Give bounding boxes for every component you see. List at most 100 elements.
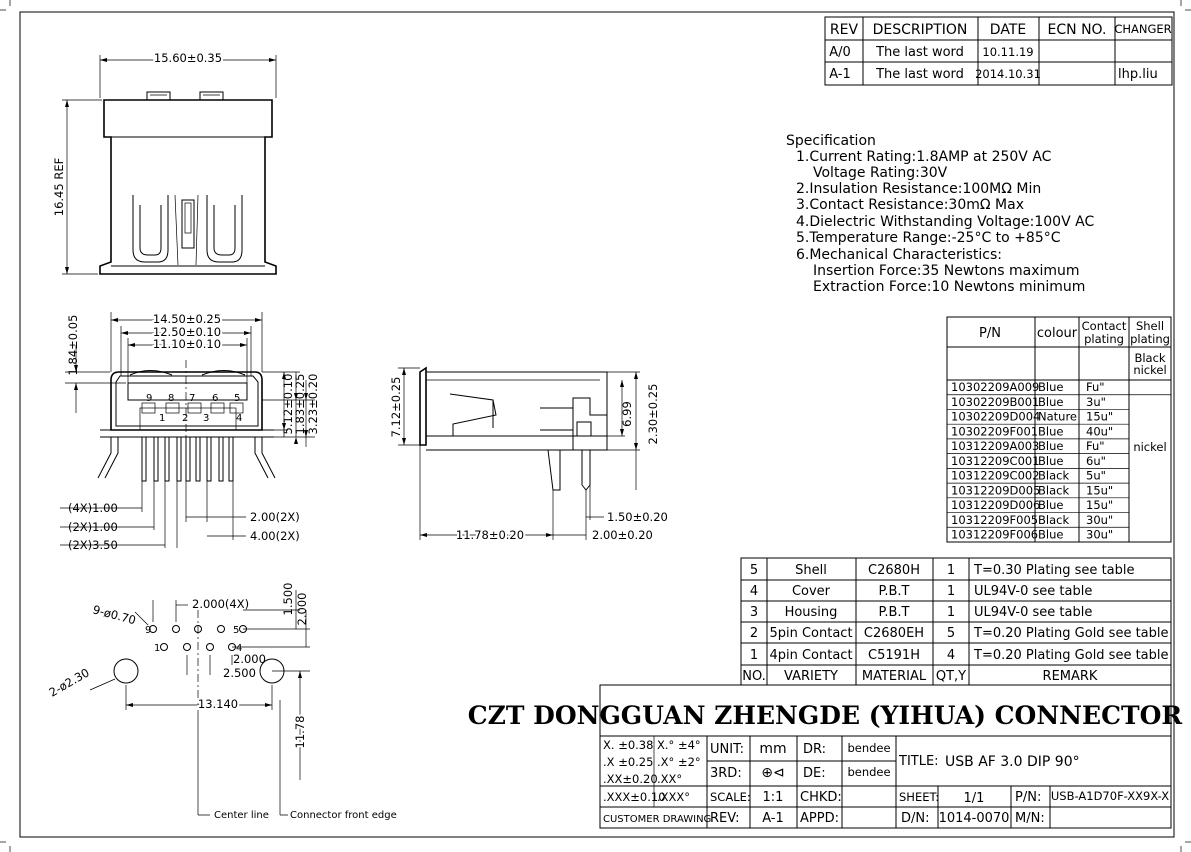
pn-cell-contact: 15u"	[1086, 410, 1113, 424]
pn-cell-number: 10302209D004	[951, 410, 1040, 424]
rev-header-ecn: ECN NO.	[1048, 22, 1107, 38]
bom-cell-material: P.B.T	[879, 584, 910, 599]
pn-cell-colour: Black	[1038, 469, 1069, 483]
bom-cell-qty: 5	[947, 626, 955, 641]
title-label: TITLE:	[898, 754, 939, 769]
dim-front-b4: 2.00(2X)	[250, 510, 300, 524]
spec-line-2: Voltage Rating:30V	[813, 165, 948, 181]
dim-side-h1: 7.12±0.25	[389, 377, 403, 438]
front-pin-label: 5	[234, 393, 240, 404]
dn-value: 1014-0070	[939, 811, 1010, 826]
bom-cell-remark: UL94V-0 see table	[974, 584, 1092, 599]
dim-front-b1: (4X)1.00	[68, 501, 118, 515]
pn-cell-number: 10312209F006	[951, 527, 1038, 541]
rev-row-2-desc: The last word	[875, 67, 964, 82]
spec-line-1: 1.Current Rating:1.8AMP at 250V AC	[796, 149, 1052, 165]
dim-side-b3: 2.00±0.20	[592, 528, 653, 542]
rev-header-changer: CHANGER	[1114, 22, 1171, 36]
rev-row-1-rev: A/0	[829, 45, 851, 60]
pn-header-pn: P/N	[979, 326, 1001, 341]
tol-8: .XXX°	[657, 790, 690, 804]
title-value: USB AF 3.0 DIP 90°	[945, 754, 1080, 770]
pn-cell-colour: Blue	[1038, 527, 1063, 541]
spec-line-4: 3.Contact Resistance:30mΩ Max	[796, 197, 1024, 213]
dim-front-w2: 12.50±0.10	[153, 325, 221, 339]
pn-value: USB-A1D70F-XX9X-X	[1051, 789, 1169, 803]
rev-row-1-desc: The last word	[875, 45, 964, 60]
side-view	[398, 366, 640, 540]
dim-pcb-v3: 11.78	[293, 716, 307, 749]
sheet-value: 1/1	[964, 791, 985, 806]
mn-label: M/N:	[1015, 811, 1045, 826]
front-pin-label: 6	[212, 393, 218, 404]
pn-cell-contact: Fu"	[1086, 439, 1105, 453]
pn-cell-contact: Fu"	[1086, 380, 1105, 394]
pn-cell-colour: Blue	[1038, 498, 1063, 512]
dim-pcb-h1: 2.000	[233, 652, 266, 666]
bom-cell-qty: 1	[947, 605, 955, 620]
dim-front-b5: 4.00(2X)	[250, 529, 300, 543]
dim-pcb-big: 2-ø2.30	[47, 665, 92, 699]
spec-line-3: 2.Insulation Resistance:100MΩ Min	[796, 181, 1041, 197]
front-view	[60, 312, 315, 548]
bom-cell-no: 3	[750, 605, 758, 620]
rev-label: REV:	[710, 811, 739, 826]
dim-side-b2: 11.78±0.20	[456, 528, 524, 542]
pn-cell-colour: Black	[1038, 483, 1069, 497]
rev-value: A-1	[762, 811, 784, 826]
pn-cell-colour: Blue	[1038, 439, 1063, 453]
rev-header-date: DATE	[990, 22, 1026, 38]
bom-cell-variety: 5pin Contact	[769, 626, 852, 641]
appd-label: APPD:	[800, 811, 839, 826]
bom-cell-qty: 4	[947, 648, 955, 663]
pcb-pad-4: 4	[236, 643, 242, 654]
bom-cell-remark: T=0.30 Plating see table	[973, 563, 1135, 578]
tol-1: X. ±0.38	[603, 738, 653, 752]
front-pin-label: 8	[168, 393, 174, 404]
bom-header-qty: QT,Y	[936, 669, 966, 684]
bom-cell-material: P.B.T	[879, 605, 910, 620]
front-pin-label: 7	[189, 393, 195, 404]
dim-pcb-v1: 1.500	[281, 583, 295, 616]
scale-label: SCALE:	[710, 790, 751, 804]
spec-line-5: 4.Dielectric Withstanding Voltage:100V A…	[796, 214, 1094, 230]
chkd-label: CHKD:	[800, 790, 842, 805]
revision-table: REV DESCRIPTION DATE ECN NO. CHANGER A/0…	[824, 16, 1173, 86]
pn-cell-colour: Blue	[1038, 454, 1063, 468]
bom-cell-material: C2680EH	[864, 626, 924, 641]
pn-cell-number: 10302209A009	[951, 380, 1039, 394]
tol-5: .XX±0.20	[603, 772, 658, 786]
pn-cell-contact: 30u"	[1086, 513, 1113, 527]
bom-cell-variety: Cover	[792, 584, 831, 599]
spec-line-9: Extraction Force:10 Newtons minimum	[813, 279, 1085, 295]
pn-cell-contact: 15u"	[1086, 498, 1113, 512]
rev-header-rev: REV	[830, 22, 859, 38]
bom-header-material: MATERIAL	[862, 669, 927, 684]
dim-pcb-holes: 9-ø0.70	[91, 602, 137, 627]
pn-cell-number: 10312209F005	[951, 513, 1038, 527]
pn-cell-number: 10312209A003	[951, 439, 1039, 453]
de-value: bendee	[847, 765, 890, 779]
pn-cell-contact: 40u"	[1086, 424, 1113, 438]
pn-cell-colour: Nature	[1038, 410, 1077, 424]
dim-front-w1: 14.50±0.25	[153, 312, 221, 326]
dim-front-r2: 1.83±0.25	[293, 374, 307, 435]
customer-drawing: CUSTOMER DRAWING	[603, 814, 711, 825]
front-pin-label: 4	[236, 413, 242, 424]
dim-pcb-pitch: 2.000(4X)	[192, 597, 249, 611]
dim-side-h2: 6.99	[620, 401, 634, 427]
bom-cell-remark: T=0.20 Plating Gold see table	[973, 648, 1169, 663]
bom-cell-qty: 1	[947, 584, 955, 599]
spec-line-7: 6.Mechanical Characteristics:	[796, 247, 1002, 263]
bom-cell-no: 4	[750, 584, 758, 599]
bom-cell-no: 2	[750, 626, 758, 641]
specification-block: Specification 1.Current Rating:1.8AMP at…	[786, 133, 1094, 295]
front-pin-label: 3	[203, 413, 209, 424]
tol-6: .XX°	[657, 772, 682, 786]
rev-row-2-changer: lhp.liu	[1118, 67, 1158, 82]
